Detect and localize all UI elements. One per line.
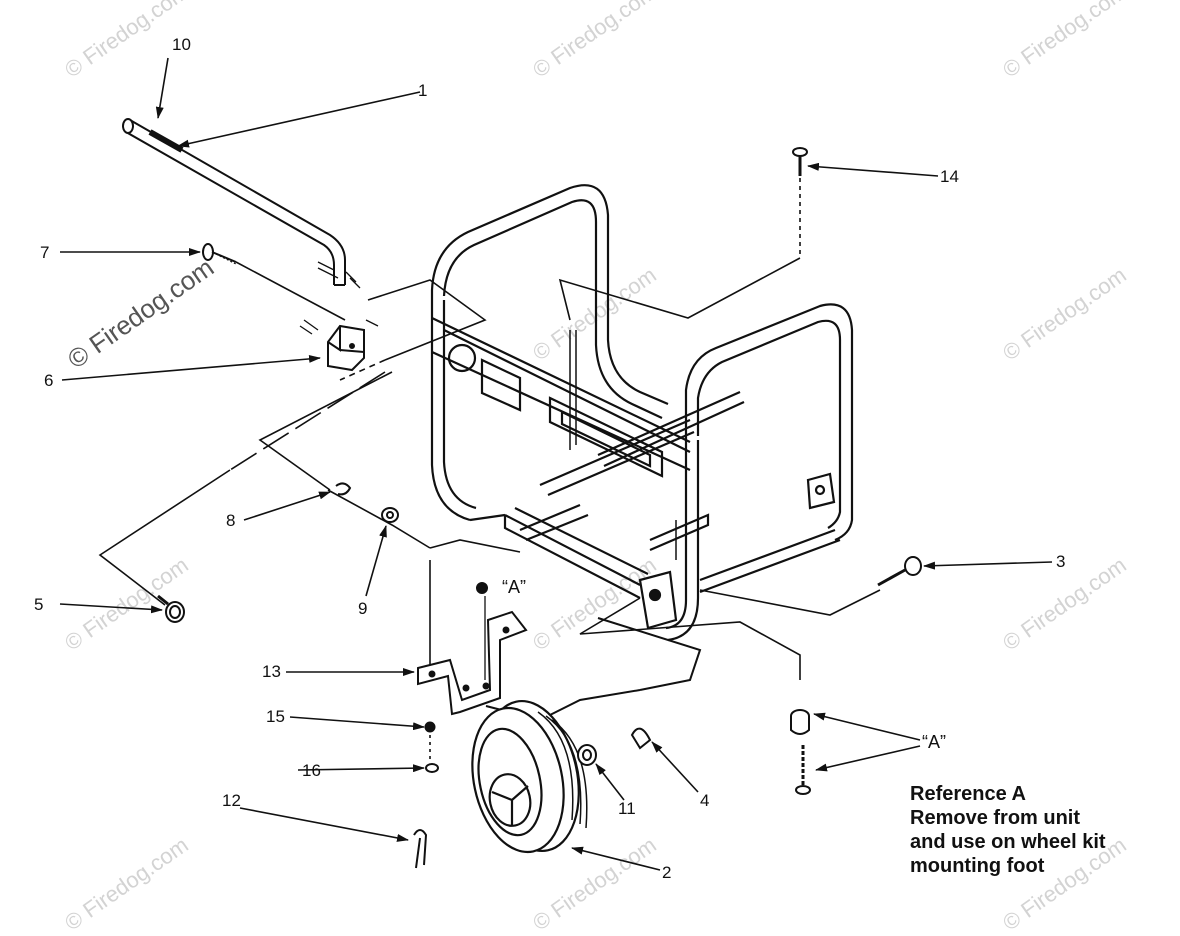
callout-7: 7 — [40, 243, 50, 262]
leader-arrows — [59, 57, 1053, 871]
callout-1: 1 — [418, 81, 428, 100]
callout-10: 10 — [172, 35, 191, 54]
pin-part — [202, 243, 237, 265]
clip-part — [335, 482, 352, 496]
spacer-part — [630, 727, 652, 750]
callout-4: 4 — [700, 791, 710, 810]
mounting-foot-part — [417, 582, 702, 722]
callout-5: 5 — [34, 595, 44, 614]
callout-8: 8 — [226, 511, 236, 530]
washer-part — [425, 763, 439, 773]
callout-a-right: “A” — [922, 732, 946, 752]
handle-part — [122, 118, 361, 289]
reference-note: Reference A Remove from unit and use on … — [910, 782, 1106, 878]
washer-part — [577, 744, 597, 766]
callout-11: 11 — [618, 799, 636, 818]
reference-text-line: mounting foot — [910, 855, 1045, 877]
callout-16: 16 — [302, 761, 321, 780]
nut-part — [424, 721, 436, 733]
wheel-part — [471, 699, 588, 854]
assembly-lines — [429, 178, 881, 760]
callout-2: 2 — [662, 863, 672, 882]
reference-text-line: Remove from unit — [910, 807, 1081, 829]
callout-15: 15 — [266, 707, 285, 726]
isolator-part — [790, 709, 811, 795]
callout-9: 9 — [358, 599, 368, 618]
callout-13: 13 — [262, 662, 281, 681]
callout-14: 14 — [940, 167, 959, 186]
bolt-part — [792, 147, 808, 176]
washer-part — [381, 507, 399, 523]
lock-pin-part — [157, 594, 185, 623]
callout-3: 3 — [1056, 552, 1066, 571]
reference-title: Reference A — [910, 783, 1026, 805]
pin-part — [877, 556, 922, 587]
frame-part — [430, 184, 854, 642]
cotter-pin-part — [413, 829, 428, 869]
callout-12: 12 — [222, 791, 241, 810]
bracket-part — [299, 319, 379, 372]
callout-a-left: “A” — [502, 577, 526, 597]
reference-text-line: and use on wheel kit — [910, 831, 1106, 853]
callout-6: 6 — [44, 371, 54, 390]
assembly-lines — [98, 261, 487, 606]
